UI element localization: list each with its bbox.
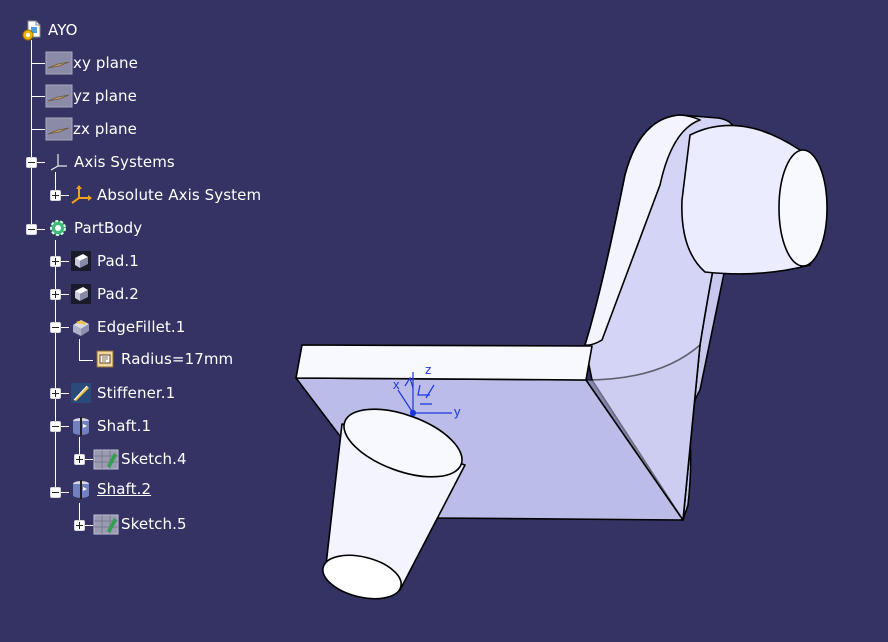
compass-y-label: y (454, 404, 461, 419)
tree-node-label: Sketch.5 (121, 515, 187, 533)
tree-connector (55, 240, 56, 492)
collapse-toggle-partbody[interactable] (26, 224, 37, 235)
tree-connector (55, 261, 69, 262)
specification-tree: AYO xy plane yz plane zx plane (0, 0, 300, 560)
tree-node-label: Radius=17mm (121, 350, 234, 368)
axis-compass[interactable] (397, 372, 452, 417)
compass-check-mark (404, 376, 414, 389)
parameter-icon (93, 347, 117, 371)
tree-connector (79, 503, 80, 525)
tree-node-sketch4[interactable]: Sketch.4 (93, 445, 187, 473)
sketch-icon (93, 447, 119, 471)
compass-plane-marks (417, 384, 435, 405)
tree-connector (55, 492, 69, 493)
shaft-icon (69, 477, 93, 501)
pad-icon (69, 282, 93, 306)
part-model[interactable] (295, 114, 828, 606)
upper-shaft-body (681, 124, 811, 275)
tree-node-edgefillet1[interactable]: EdgeFillet.1 (69, 313, 185, 341)
expand-toggle-stiffener[interactable] (50, 388, 61, 399)
tree-connector (31, 129, 45, 130)
tree-connector (79, 360, 93, 361)
tree-connector (31, 96, 45, 97)
tree-node-shaft2[interactable]: Shaft.2 (69, 475, 151, 503)
shaft-icon (69, 414, 93, 438)
tree-connector (31, 229, 45, 230)
tree-node-label: zx plane (73, 120, 137, 138)
expand-toggle-absolute-axis[interactable] (50, 190, 61, 201)
tree-node-absolute-axis-system[interactable]: Absolute Axis System (69, 181, 261, 209)
tree-node-xy-plane[interactable]: xy plane (45, 49, 138, 77)
partbody-gear-icon (46, 216, 70, 240)
tree-connector (79, 339, 80, 360)
collapse-toggle-edgefillet[interactable] (50, 322, 61, 333)
lower-shaft-end (322, 554, 402, 600)
tree-node-partbody[interactable]: PartBody (46, 214, 142, 242)
lower-shaft-top (343, 408, 463, 478)
tree-node-axis-systems[interactable]: Axis Systems (46, 148, 175, 176)
sketch-icon (93, 512, 119, 536)
collapse-toggle-shaft2[interactable] (50, 487, 61, 498)
collapse-toggle-shaft1[interactable] (50, 421, 61, 432)
tree-connector (31, 40, 32, 229)
compass-z-label: z (425, 362, 432, 377)
tree-connector (55, 393, 69, 394)
tree-node-label: Sketch.4 (121, 450, 187, 468)
tree-connector (31, 63, 45, 64)
tree-connector (55, 172, 56, 195)
tree-node-label: PartBody (74, 219, 143, 237)
tree-connector (55, 294, 69, 295)
tree-node-radius-parameter[interactable]: Radius=17mm (93, 345, 233, 373)
tree-node-root[interactable]: AYO (20, 16, 78, 44)
tree-node-label: yz plane (73, 87, 137, 105)
tree-connector (79, 459, 93, 460)
part-document-icon (20, 18, 44, 42)
tree-node-stiffener1[interactable]: Stiffener.1 (69, 379, 175, 407)
arm-top-face (584, 114, 701, 346)
edge-fillet-icon (69, 315, 93, 339)
upper-shaft-end (778, 149, 828, 267)
tree-node-label: Shaft.2 (97, 480, 152, 498)
tree-connector (31, 162, 45, 163)
tree-node-shaft1[interactable]: Shaft.1 (69, 412, 151, 440)
tree-node-label: Pad.2 (97, 285, 139, 303)
plane-icon (45, 117, 73, 141)
expand-toggle-sketch4[interactable] (74, 454, 85, 465)
compass-origin (409, 409, 417, 417)
tree-connector (79, 437, 80, 459)
axis-systems-icon (46, 150, 70, 174)
tree-node-label: xy plane (73, 54, 138, 72)
tree-connector (55, 195, 69, 196)
tree-node-sketch5[interactable]: Sketch.5 (93, 510, 187, 538)
tree-connector (55, 327, 69, 328)
collapse-toggle-axis-systems[interactable] (26, 157, 37, 168)
compass-x-label: x (393, 377, 400, 392)
tree-connector (55, 426, 69, 427)
tree-node-label: Pad.1 (97, 252, 139, 270)
tree-node-label: Shaft.1 (97, 417, 152, 435)
3d-viewport[interactable]: x y z (280, 100, 880, 620)
tree-connector (79, 525, 93, 526)
expand-toggle-pad1[interactable] (50, 256, 61, 267)
pad-icon (69, 249, 93, 273)
plane-icon (45, 84, 73, 108)
tree-node-pad1[interactable]: Pad.1 (69, 247, 139, 275)
tree-node-label: Axis Systems (74, 153, 175, 171)
tree-node-label: Stiffener.1 (97, 384, 176, 402)
tree-node-label: Absolute Axis System (97, 186, 262, 204)
expand-toggle-pad2[interactable] (50, 289, 61, 300)
compass-x-axis (397, 389, 414, 414)
tree-node-pad2[interactable]: Pad.2 (69, 280, 139, 308)
base-top-face (295, 344, 593, 381)
tree-node-yz-plane[interactable]: yz plane (45, 82, 137, 110)
axis-system-icon (69, 183, 93, 207)
expand-toggle-sketch5[interactable] (74, 520, 85, 531)
plane-icon (45, 51, 73, 75)
base-right-face (585, 344, 701, 521)
stiffener-icon (69, 381, 93, 405)
tree-node-label: AYO (48, 21, 78, 39)
tree-node-label: EdgeFillet.1 (97, 318, 186, 336)
tree-node-zx-plane[interactable]: zx plane (45, 115, 137, 143)
